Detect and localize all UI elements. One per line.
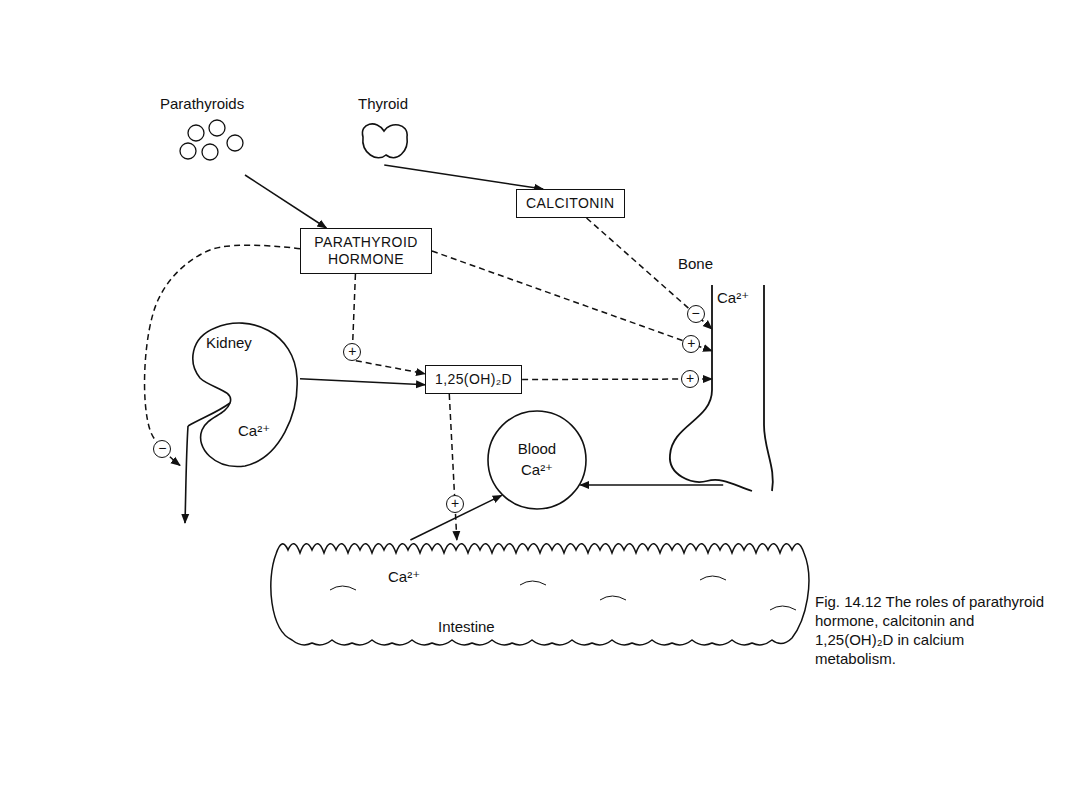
connector-arrow bbox=[432, 251, 712, 351]
intestine-fold bbox=[600, 596, 626, 600]
part-label: Parathyroids bbox=[160, 95, 244, 113]
bone: BoneCa²⁺ bbox=[712, 285, 768, 485]
connector-arrow bbox=[410, 495, 501, 540]
gland-lobe bbox=[227, 135, 243, 151]
part-label: Ca²⁺ bbox=[717, 289, 749, 307]
effect-sign: − bbox=[687, 305, 705, 323]
blood-pool-drawing bbox=[487, 410, 587, 510]
intestine-fold bbox=[330, 586, 356, 590]
box-label: CALCITONIN bbox=[526, 195, 615, 212]
ureter-outflow bbox=[185, 426, 188, 523]
blood-pool: BloodCa²⁺ bbox=[487, 410, 587, 510]
bone-outline bbox=[764, 285, 773, 491]
gland-lobe bbox=[209, 120, 225, 136]
hormone-box: CALCITONIN bbox=[516, 189, 625, 218]
kidney: KidneyCa²⁺ bbox=[180, 318, 300, 470]
effect-sign: + bbox=[682, 335, 700, 353]
part-label: Intestine bbox=[438, 618, 495, 636]
part-label: Kidney bbox=[206, 334, 252, 352]
box-label: PARATHYROID HORMONE bbox=[310, 234, 422, 268]
intestine-outline bbox=[271, 544, 809, 645]
renal-pelvis bbox=[188, 403, 230, 426]
gland-lobe bbox=[180, 143, 196, 159]
intestine: Ca²⁺ Intestine bbox=[270, 540, 810, 645]
part-label: Ca²⁺ bbox=[238, 422, 270, 440]
connector-arrow bbox=[352, 274, 425, 374]
hormone-box: PARATHYROID HORMONE bbox=[300, 228, 432, 274]
part-label: Ca²⁺ bbox=[388, 568, 420, 586]
effect-sign: + bbox=[681, 370, 699, 388]
effect-sign: + bbox=[343, 343, 361, 361]
blood-circle bbox=[488, 411, 586, 509]
parathyroid-glands: Parathyroids bbox=[160, 95, 260, 175]
bone-outline bbox=[670, 285, 752, 491]
connector-arrow bbox=[580, 484, 723, 486]
part-label: Ca²⁺ bbox=[487, 461, 587, 479]
effect-sign: + bbox=[446, 495, 464, 513]
gland-lobe bbox=[188, 125, 204, 141]
connector-arrow bbox=[384, 165, 543, 189]
kidney-outline bbox=[193, 323, 297, 466]
intestine-drawing bbox=[270, 540, 810, 645]
vitamin-d-box: 1,25(OH)₂D bbox=[425, 365, 522, 394]
intestine-fold bbox=[700, 576, 726, 580]
part-label: Thyroid bbox=[358, 95, 408, 113]
thyroid-gland: Thyroid bbox=[355, 95, 420, 165]
gland-lobe bbox=[202, 144, 218, 160]
box-label: 1,25(OH)₂D bbox=[435, 371, 512, 388]
intestine-fold bbox=[770, 606, 796, 610]
thyroid-outline bbox=[362, 124, 407, 158]
part-label: Blood bbox=[487, 440, 587, 458]
effect-sign: − bbox=[153, 440, 171, 458]
bone-drawing bbox=[712, 285, 768, 485]
connector-arrow bbox=[245, 175, 326, 228]
part-label: Bone bbox=[678, 255, 713, 273]
intestine-fold bbox=[520, 581, 546, 585]
connector-arrow bbox=[300, 379, 425, 385]
figure-caption: Fig. 14.12 The roles of parathyroid horm… bbox=[815, 592, 1047, 668]
